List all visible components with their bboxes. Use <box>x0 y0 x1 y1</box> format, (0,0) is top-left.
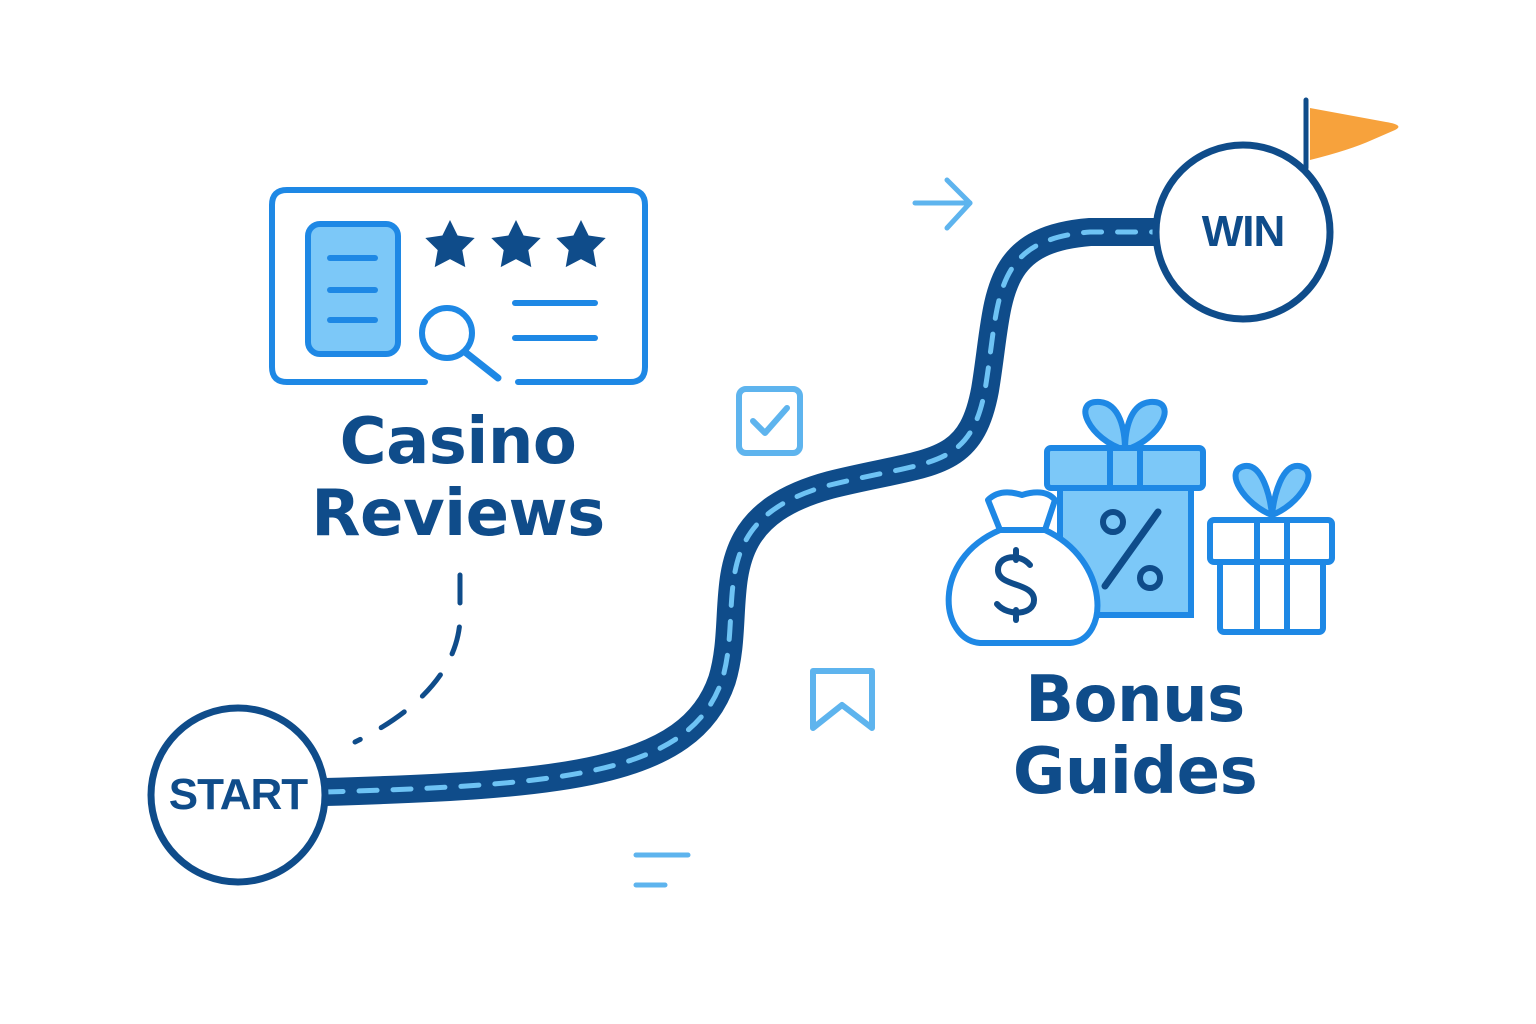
gift-box-icon <box>1207 463 1335 635</box>
money-bag-icon <box>945 489 1101 646</box>
bonus-title-line1: Bonus <box>1025 663 1245 737</box>
win-node <box>1152 141 1334 323</box>
reviews-title-line2: Reviews <box>311 477 605 551</box>
flag-icon <box>1303 97 1399 171</box>
review-card-icon <box>269 187 648 385</box>
checkbox-icon <box>736 386 803 456</box>
reviews-title-line1: Casino <box>339 405 577 479</box>
dashed-connector <box>352 572 463 745</box>
start-node <box>147 704 329 886</box>
bonus-title-line2: Guides <box>1012 735 1258 809</box>
star-icon <box>491 220 541 268</box>
percent-gift-box-icon <box>1044 399 1206 618</box>
magnifier-icon <box>419 305 502 382</box>
star-icon <box>425 220 475 268</box>
star-icon <box>556 220 606 268</box>
arrow-right-icon <box>912 177 973 231</box>
lines-icon <box>633 852 691 888</box>
road-path <box>311 218 1174 806</box>
start-node-label: START <box>168 770 308 819</box>
win-node-label: WIN <box>1201 207 1286 256</box>
bookmark-icon <box>810 668 875 731</box>
